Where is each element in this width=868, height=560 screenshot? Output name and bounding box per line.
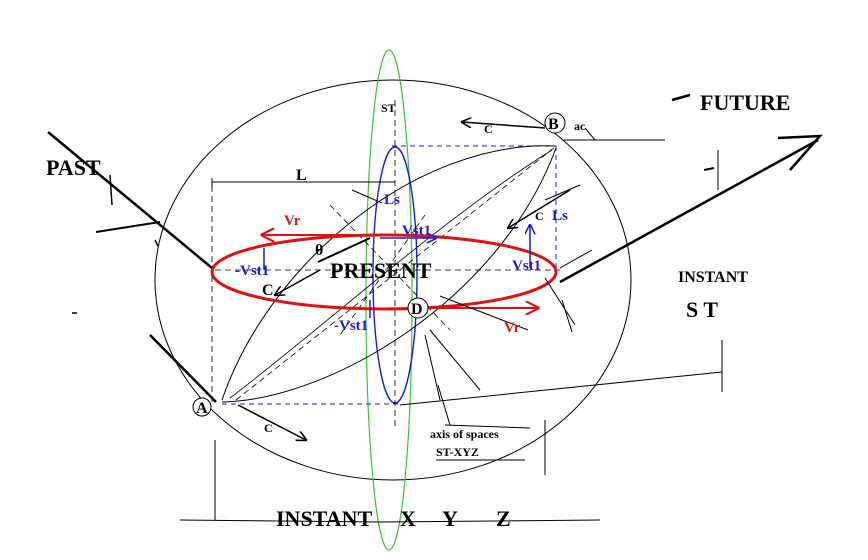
axis-of-spaces-label: axis of spaces [430, 427, 499, 441]
ls-left-label: Ls [384, 192, 400, 208]
point-a-label: A [196, 400, 208, 417]
l-dimension [211, 178, 395, 188]
lens-arc-upper [221, 145, 556, 401]
stray-marks [72, 239, 159, 314]
st-xyz-label: ST-XYZ [436, 445, 479, 459]
vst1-right-label: Vst1 [512, 258, 541, 274]
sphere-outline [154, 79, 632, 481]
ac-label: ac [574, 119, 586, 133]
theta-label: θ [315, 242, 323, 259]
point-b-label: B [548, 116, 559, 133]
instant-st-letters: S T [686, 297, 718, 322]
instant-xyz-label: INSTANT [276, 506, 373, 531]
st-label: ST [381, 101, 396, 115]
future-label: FUTURE [700, 90, 790, 115]
point-d: D [407, 297, 429, 319]
lens-arc-lower [221, 147, 557, 403]
point-a: A [192, 397, 212, 417]
c-bottom-label: C [264, 421, 273, 435]
c-left-label: C [262, 282, 274, 299]
vst1-bottom-label: -Vst1 [334, 318, 368, 334]
vr-bottom-label: Vr [504, 320, 521, 336]
x-label: X [400, 506, 416, 531]
right-structure [179, 127, 723, 523]
ls-right-label: Ls [552, 208, 568, 224]
vr-arrows [262, 235, 538, 308]
z-label: Z [496, 506, 511, 531]
present-ellipse [210, 233, 558, 311]
past-line [47, 131, 217, 403]
vst1-arrows [263, 225, 530, 318]
c-mid-label: C [535, 209, 544, 223]
point-b: B [544, 112, 566, 134]
future-line [559, 93, 823, 284]
y-label: Y [442, 506, 458, 531]
c-top-label: C [484, 122, 493, 136]
l-label: L [296, 167, 307, 184]
instant-st-label: INSTANT [678, 269, 748, 286]
vr-top-label: Vr [284, 213, 301, 229]
vst1-top-label: Vst1 [402, 223, 431, 239]
present-label: PRESENT [330, 258, 432, 283]
lens-arc-inner [229, 149, 553, 399]
point-d-label: D [411, 301, 423, 318]
past-label: PAST [46, 155, 101, 180]
vst1-left-label: -Vst1 [235, 263, 269, 279]
c-arrows [237, 122, 571, 440]
